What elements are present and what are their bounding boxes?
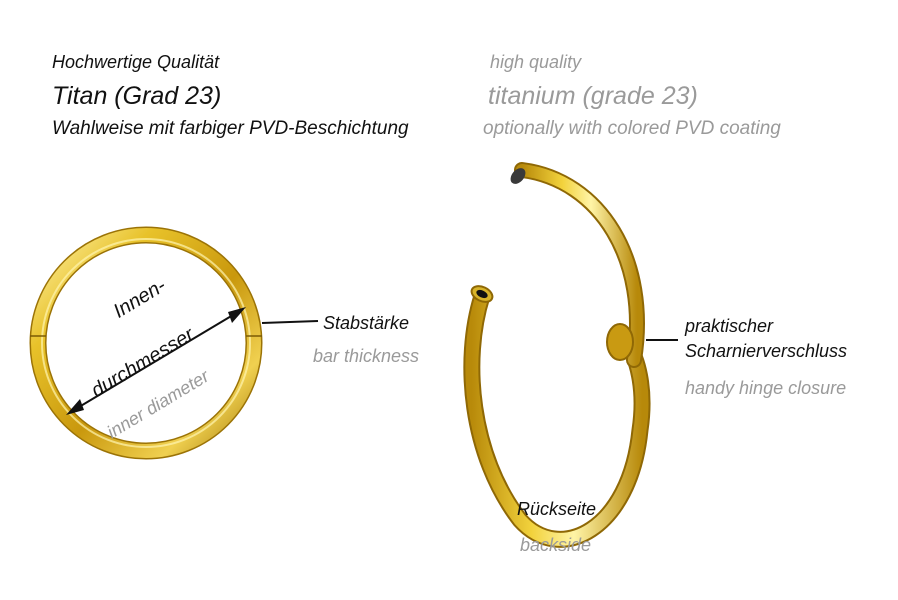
bar-thickness-label-en: bar thickness (313, 346, 420, 366)
material-label-de: Titan (Grad 23) (52, 82, 222, 110)
tube-end-hole (476, 289, 488, 299)
backside-label-en: backside (520, 535, 592, 555)
bar-thickness-leader (261, 320, 319, 324)
quality-label-en: high quality (490, 52, 582, 72)
quality-label-de: Hochwertige Qualität (52, 52, 220, 72)
coating-label-en: optionally with colored PVD coating (483, 118, 781, 139)
hinge-label-de-line1: praktischer (685, 316, 774, 336)
material-label-en: titanium (grade 23) (488, 82, 698, 110)
backside-label-de: Rückseite (517, 499, 597, 519)
pin-tip (510, 168, 526, 184)
hinge-label-en: handy hinge closure (685, 378, 847, 398)
hinge-label-de-line2: Scharnierverschluss (685, 341, 848, 361)
coating-label-de: Wahlweise mit farbiger PVD-Beschichtung (52, 118, 409, 139)
diameter-arrow (66, 307, 246, 415)
front-ring (29, 226, 263, 460)
open-ring (463, 162, 651, 548)
hinge-knuckle (606, 323, 634, 361)
bar-thickness-label-de: Stabstärke (323, 313, 410, 333)
